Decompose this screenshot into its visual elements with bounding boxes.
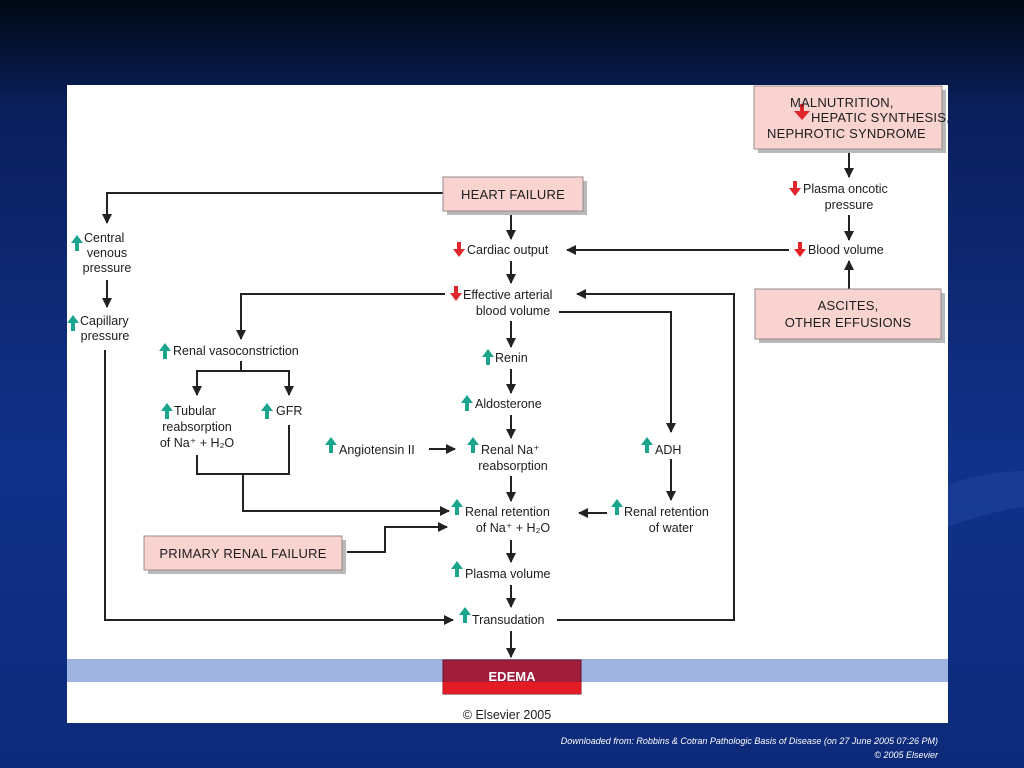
renal-na-line-1: Renal Na⁺ (481, 443, 540, 457)
increase-arrow-icon (161, 403, 173, 419)
plasma-oncotic-line-1: Plasma oncotic (803, 182, 888, 196)
connectors (102, 152, 854, 658)
arrow-effective-to-adh (559, 311, 676, 433)
footer-source-text: Downloaded from: Robbins & Cotran Pathol… (560, 736, 938, 746)
node-renin: Renin (482, 349, 528, 365)
angiotensin-label: Angiotensin II (339, 443, 415, 457)
box-ascites: ASCITES, OTHER EFFUSIONS (754, 288, 945, 343)
increase-arrow-icon (159, 343, 171, 359)
edema-flow-diagram: MALNUTRITION, HEPATIC SYNTHESIS, NEPHROT… (67, 85, 948, 722)
renal-retention-line-1: Renal retention (465, 505, 550, 519)
renal-water-line-2: of water (649, 521, 693, 535)
capillary-line-1: Capillary (80, 314, 129, 328)
node-capillary-pressure: Capillary pressure (67, 314, 129, 343)
increase-arrow-icon (325, 437, 337, 453)
node-aldosterone: Aldosterone (461, 395, 542, 411)
box-malnutrition: MALNUTRITION, HEPATIC SYNTHESIS, NEPHROT… (753, 85, 948, 153)
gfr-label: GFR (276, 404, 302, 418)
node-transudation: Transudation (459, 607, 545, 627)
increase-arrow-icon (71, 235, 83, 251)
increase-arrow-icon (641, 437, 653, 453)
node-cardiac-output: Cardiac output (453, 242, 549, 257)
node-gfr: GFR (261, 403, 302, 419)
primary-renal-failure-label: PRIMARY RENAL FAILURE (159, 546, 326, 561)
increase-arrow-icon (611, 499, 623, 515)
cardiac-output-label: Cardiac output (467, 243, 549, 257)
arrow-capillary-to-transudation (104, 350, 454, 625)
arrow-primary-renal-to-retention (347, 522, 448, 553)
increase-arrow-icon (467, 437, 479, 453)
malnutrition-line-1: MALNUTRITION, (790, 95, 894, 110)
node-angiotensin-ii: Angiotensin II (325, 437, 415, 457)
capillary-line-2: pressure (81, 329, 130, 343)
increase-arrow-icon (459, 607, 471, 623)
ascites-line-1: ASCITES, (818, 298, 879, 313)
malnutrition-line-2: HEPATIC SYNTHESIS, (811, 110, 948, 125)
renal-water-line-1: Renal retention (624, 505, 709, 519)
arrow-tubular-to-retention (196, 455, 450, 516)
box-heart-failure: HEART FAILURE (442, 176, 587, 215)
effective-line-1: Effective arterial (463, 288, 552, 302)
malnutrition-line-3: NEPHROTIC SYNDROME (767, 126, 926, 141)
increase-arrow-icon (451, 561, 463, 577)
box-primary-renal-failure: PRIMARY RENAL FAILURE (143, 535, 346, 574)
increase-arrow-icon (482, 349, 494, 365)
node-adh: ADH (641, 437, 681, 457)
increase-arrow-icon (451, 499, 463, 515)
renal-na-line-2: reabsorption (478, 459, 548, 473)
node-central-venous-pressure: Central venous pressure (71, 231, 131, 275)
node-blood-volume: Blood volume (794, 242, 884, 257)
arrow-vaso-to-gfr (241, 370, 294, 396)
ascites-line-2: OTHER EFFUSIONS (785, 315, 912, 330)
footer-copyright-text: © 2005 Elsevier (874, 750, 938, 760)
node-renal-vasoconstriction: Renal vasoconstriction (159, 343, 299, 359)
arrow-effective-to-vaso (236, 293, 445, 340)
decrease-arrow-icon (794, 242, 806, 257)
diagram-panel: MALNUTRITION, HEPATIC SYNTHESIS, NEPHROT… (67, 85, 948, 723)
renal-vaso-label: Renal vasoconstriction (173, 344, 299, 358)
line-gfr-merge (243, 425, 290, 475)
tubular-line-1: Tubular (174, 404, 216, 418)
central-line-1: Central (84, 231, 124, 245)
central-line-3: pressure (83, 261, 132, 275)
adh-label: ADH (655, 443, 681, 457)
decrease-arrow-icon (450, 286, 462, 301)
transudation-label: Transudation (472, 613, 545, 627)
node-tubular-reabsorption: Tubular reabsorption of Na⁺ + H₂O (160, 403, 235, 450)
decrease-arrow-icon (789, 181, 801, 196)
node-renal-retention-na: Renal retention of Na⁺ + H₂O (451, 499, 550, 535)
arrow-vaso-to-tubular (192, 361, 242, 396)
effective-line-2: blood volume (476, 304, 550, 318)
box-edema: EDEMA (442, 659, 582, 695)
tubular-line-2: reabsorption (162, 420, 232, 434)
copyright-elsevier: © Elsevier 2005 (463, 708, 551, 722)
node-renal-na-reabsorption: Renal Na⁺ reabsorption (467, 437, 548, 473)
increase-arrow-icon (67, 315, 79, 331)
central-line-2: venous (87, 246, 127, 260)
plasma-oncotic-line-2: pressure (825, 198, 874, 212)
edema-label: EDEMA (489, 669, 537, 684)
blood-volume-label: Blood volume (808, 243, 884, 257)
node-plasma-volume: Plasma volume (451, 561, 550, 581)
node-effective-arterial-blood-volume: Effective arterial blood volume (450, 286, 552, 318)
arrow-transudation-feedback (557, 289, 735, 621)
node-plasma-oncotic-pressure: Plasma oncotic pressure (789, 181, 888, 212)
decrease-arrow-icon (794, 104, 810, 120)
increase-arrow-icon (461, 395, 473, 411)
aldosterone-label: Aldosterone (475, 397, 542, 411)
heart-failure-label: HEART FAILURE (461, 187, 565, 202)
node-renal-retention-water: Renal retention of water (611, 499, 709, 535)
renal-retention-line-2: of Na⁺ + H₂O (476, 521, 551, 535)
tubular-line-3: of Na⁺ + H₂O (160, 436, 235, 450)
decrease-arrow-icon (453, 242, 465, 257)
increase-arrow-icon (261, 403, 273, 419)
renin-label: Renin (495, 351, 528, 365)
arrow-heart-to-central (102, 192, 443, 224)
plasma-volume-label: Plasma volume (465, 567, 550, 581)
